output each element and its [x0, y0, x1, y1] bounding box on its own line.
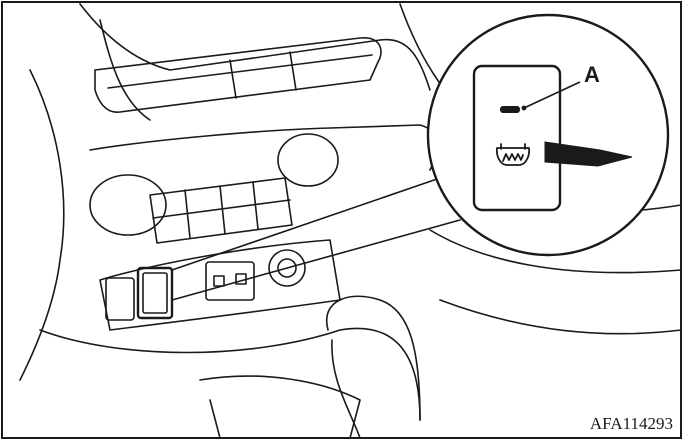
- indicator-lamp: [500, 106, 520, 113]
- label-a-dot: [522, 106, 527, 111]
- figure-id: AFA114293: [590, 414, 673, 433]
- magnified-switch[interactable]: [474, 66, 560, 210]
- callout-label: A: [584, 62, 600, 87]
